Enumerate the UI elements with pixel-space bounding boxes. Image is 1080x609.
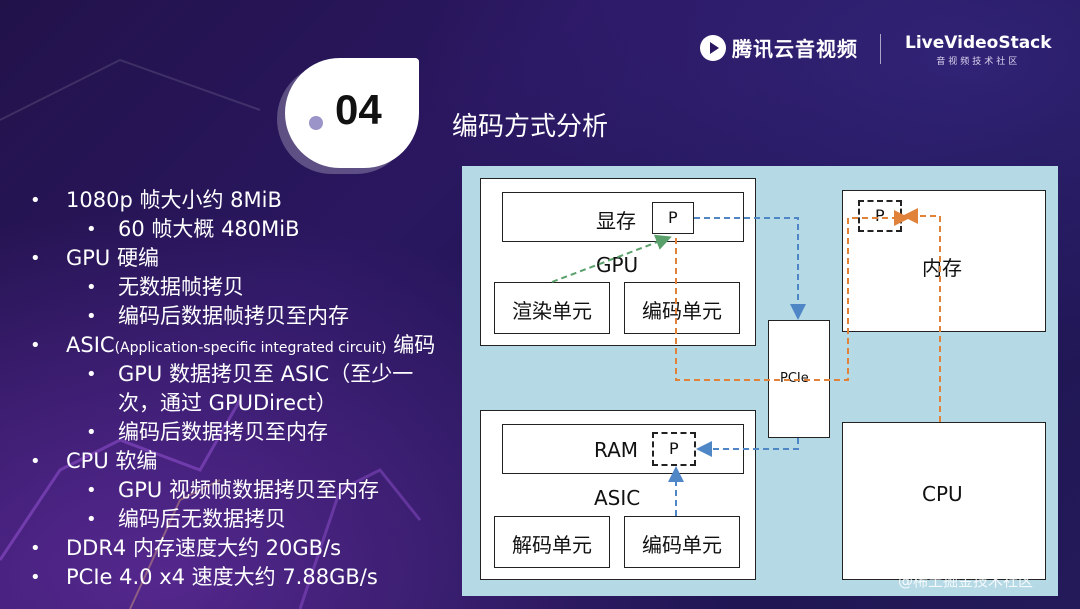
asic-p-label: P (669, 439, 679, 458)
gpu-label: GPU (596, 253, 639, 277)
cpu-block (842, 422, 1046, 580)
asic-p-box (652, 432, 696, 466)
section-title: 编码方式分析 (452, 112, 609, 142)
bullet-text: 60 帧大概 480MiB (118, 217, 300, 241)
render-unit-label: 渲染单元 (512, 299, 592, 323)
bullet-item: • ASIC(Application-specific integrated ci… (30, 331, 470, 360)
blue-arrow-pcie-to-asic (696, 438, 799, 457)
memory-p-label: P (875, 206, 885, 225)
gpu-encode-unit-box (624, 282, 740, 334)
ram-label: RAM (594, 438, 639, 462)
bullet-item: • 编码后数据拷贝至内存 (30, 418, 470, 447)
vram-label: 显存 (596, 209, 636, 233)
bullet-dot: • (86, 277, 97, 298)
bullet-dot: • (86, 509, 97, 530)
badge-dot (309, 116, 323, 130)
bullet-dot: • (86, 306, 97, 327)
orange-arrow-gpu-to-memory (675, 210, 910, 381)
asic-label: ASIC (594, 486, 641, 510)
bullet-text: 编码后数据帧拷贝至内存 (118, 304, 349, 328)
bullet-text: GPU 硬编 (66, 246, 159, 270)
bullet-dot: • (30, 190, 41, 211)
bullet-item: • GPU 视频帧数据拷贝至内存 (30, 476, 470, 505)
bullet-dot: • (30, 248, 41, 269)
tencent-logo: 腾讯云音视频 (700, 33, 858, 62)
bullet-list: • 1080p 帧大小约 8MiB • 60 帧大概 480MiB • GPU 硬编 • 无数… (30, 186, 470, 592)
livevideostack-logo: LiveVideoStack 音视频技术社区 (905, 33, 1052, 67)
bullet-text: DDR4 内存速度大约 20GB/s (66, 536, 342, 560)
bullet-dot: • (30, 451, 41, 472)
watermark: @稀土掘金技术社区 (898, 572, 1034, 590)
decode-unit-label: 解码单元 (512, 533, 592, 557)
bullet-text: 无数据帧拷贝 (118, 275, 244, 299)
data-flow-arrows (551, 208, 941, 516)
render-unit-box (494, 282, 610, 334)
decode-unit-box (494, 516, 610, 568)
livevideostack-logo-subtitle: 音视频技术社区 (936, 57, 1021, 67)
pcie-label: PCIe (780, 371, 809, 386)
bullet-item: • 1080p 帧大小约 8MiB (30, 186, 470, 215)
bullet-text: ASIC(Application-specific integrated cir… (66, 333, 436, 357)
gpu-p-box (652, 202, 694, 234)
gpu-p-label: P (668, 208, 678, 227)
architecture-diagram: 显存 P GPU 渲染单元 编码单元 P 内存 PCIe RAM P ASIC … (462, 166, 1058, 596)
bullet-text: PCIe 4.0 x4 速度大约 7.88GB/s (66, 565, 378, 589)
green-arrow-render-to-p (551, 234, 672, 283)
bullet-text: 编码后无数据拷贝 (118, 507, 286, 531)
bullet-text: GPU 视频帧数据拷贝至内存 (118, 478, 379, 502)
bullet-item: • PCIe 4.0 x4 速度大约 7.88GB/s (30, 563, 470, 592)
bullet-text: 编码后数据拷贝至内存 (118, 420, 328, 444)
blue-arrow-gpu-to-pcie (694, 217, 806, 320)
bullet-item: • GPU 硬编 (30, 244, 470, 273)
bullet-item: • 编码后无数据拷贝 (30, 505, 470, 534)
bullet-item: • 60 帧大概 480MiB (30, 215, 470, 244)
bullet-item: • GPU 数据拷贝至 ASIC（至少一 (30, 360, 470, 389)
bullet-text: GPU 数据拷贝至 ASIC（至少一 (118, 362, 414, 386)
bullet-text: 次，通过 GPUDirect） (118, 391, 337, 415)
orange-arrow-cpu-to-memory (902, 208, 941, 422)
vram-box (502, 192, 744, 242)
gpu-encode-unit-label: 编码单元 (642, 299, 722, 323)
bullet-item: • 无数据帧拷贝 (30, 273, 470, 302)
bullet-text: 1080p 帧大小约 8MiB (66, 188, 282, 212)
tencent-logo-text: 腾讯云音视频 (732, 37, 858, 61)
bullet-dot: • (86, 480, 97, 501)
bullet-text: CPU 软编 (66, 449, 158, 473)
section-badge: 04 (285, 58, 419, 168)
cpu-label: CPU (922, 482, 963, 506)
bullet-item: 次，通过 GPUDirect） (30, 389, 470, 418)
asic-encode-unit-label: 编码单元 (642, 533, 722, 557)
livevideostack-logo-text: LiveVideoStack (905, 33, 1052, 53)
bullet-item: • CPU 软编 (30, 447, 470, 476)
memory-label: 内存 (922, 256, 962, 280)
section-number: 04 (335, 86, 382, 133)
bullet-dot: • (86, 219, 97, 240)
tencent-play-icon (700, 34, 726, 61)
bullet-dot: • (30, 335, 41, 356)
bullet-dot: • (30, 538, 41, 559)
logo-divider (880, 34, 881, 64)
bullet-item: • DDR4 内存速度大约 20GB/s (30, 534, 470, 563)
bullet-item: • 编码后数据帧拷贝至内存 (30, 302, 470, 331)
bullet-dot: • (86, 364, 97, 385)
bullet-dot: • (30, 567, 41, 588)
bullet-dot: • (86, 422, 97, 443)
asic-encode-unit-box (624, 516, 740, 568)
